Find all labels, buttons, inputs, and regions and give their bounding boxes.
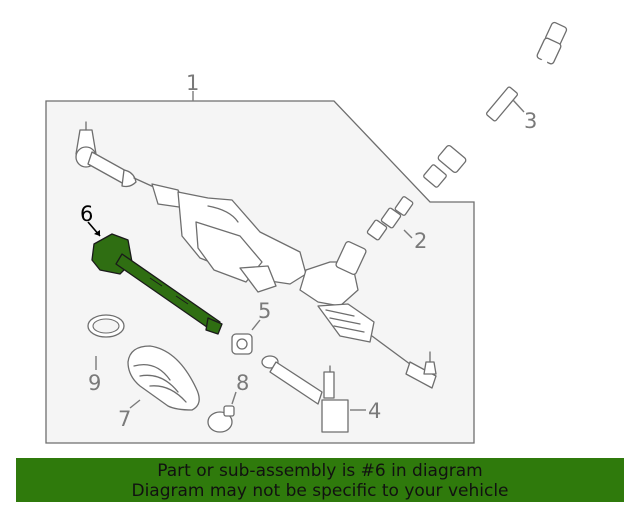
inner-tie-rod-highlight [91, 233, 223, 335]
callout-5: 5 [258, 299, 271, 323]
nut [231, 333, 253, 355]
small-clamp [207, 405, 235, 433]
parts-diagram: 1 3 2 [45, 21, 568, 444]
callout-6: 6 [80, 202, 93, 226]
callout-9: 9 [88, 371, 101, 395]
banner-line-1: Part or sub-assembly is #6 in diagram [157, 461, 483, 481]
outer-tie-rod-end [261, 355, 349, 433]
callout-8: 8 [236, 371, 249, 395]
callout-7: 7 [118, 407, 131, 431]
banner-line-2: Diagram may not be specific to your vehi… [131, 481, 509, 501]
rack-boot [127, 345, 200, 411]
info-banner: Part or sub-assembly is #6 in diagram Di… [16, 458, 624, 502]
pinion-fitting [366, 196, 414, 241]
callout-2: 2 [414, 229, 427, 253]
clamp [87, 314, 125, 338]
steering-rack [75, 121, 437, 389]
callout-4: 4 [368, 399, 381, 423]
callout-1: 1 [186, 71, 199, 95]
intermediate-shaft [423, 21, 568, 188]
callout-3: 3 [524, 109, 537, 133]
